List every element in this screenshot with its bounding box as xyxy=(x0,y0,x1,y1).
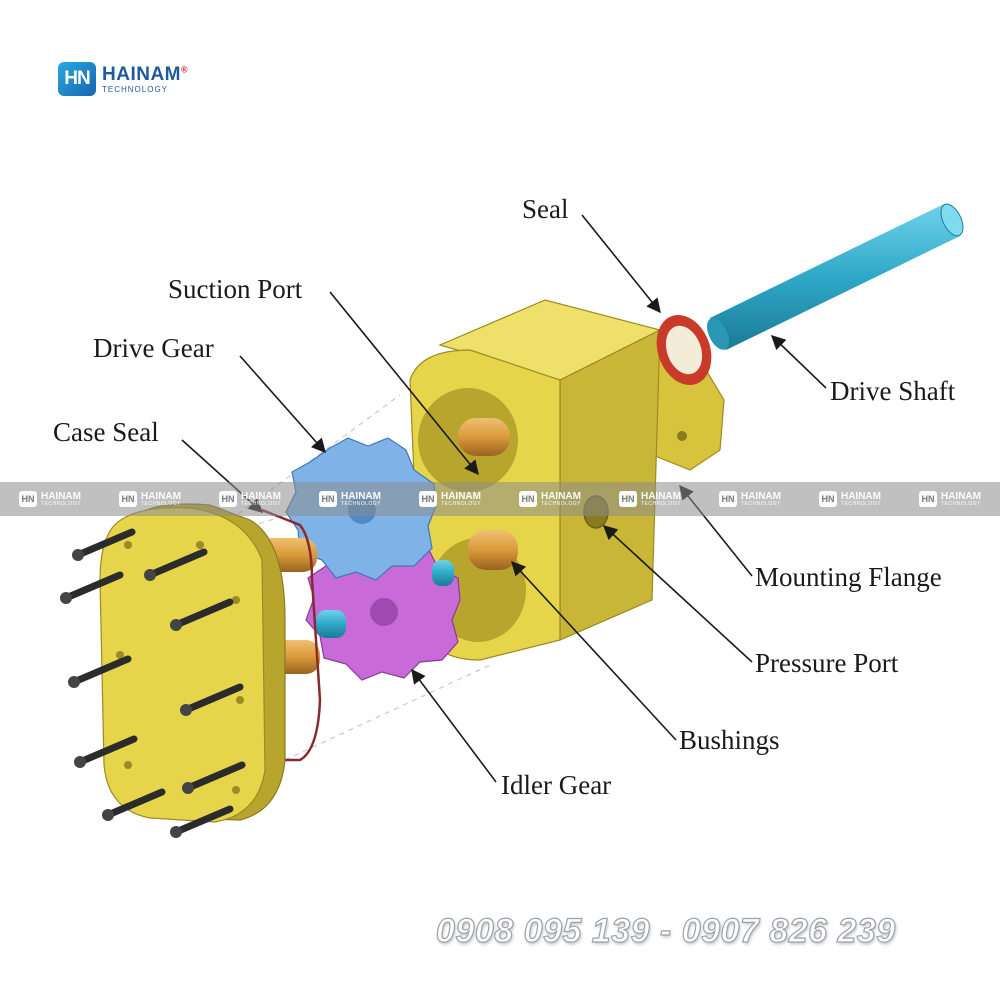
bolt-heads xyxy=(60,549,194,838)
watermark-name: HAINAM xyxy=(40,490,81,502)
watermark-logo-icon: HN xyxy=(818,491,837,507)
part-labels: Seal Suction Port Drive Gear Case Seal D… xyxy=(53,194,956,800)
brand-logo: HN HAINAM® TECHNOLOGY xyxy=(58,62,188,96)
watermark-logo-icon: HN xyxy=(618,491,637,507)
contact-phones: 0908 095 139 - 0907 826 239 xyxy=(435,911,896,950)
leader-seal xyxy=(581,214,661,314)
leader-bushings xyxy=(511,560,677,741)
watermark-tagline: TECHNOLOGY xyxy=(640,500,681,507)
watermark-logo-icon: HN xyxy=(418,491,437,507)
label-pressure-port: Pressure Port xyxy=(755,648,899,678)
brand-trademark: ® xyxy=(181,64,189,75)
case-seal xyxy=(261,508,322,762)
watermark-name: HAINAM xyxy=(940,490,981,502)
leader-pressure-port xyxy=(602,525,753,663)
watermark-tagline: TECHNOLOGY xyxy=(440,500,481,507)
label-case-seal: Case Seal xyxy=(53,417,159,447)
watermark-logo-icon: HN xyxy=(518,491,537,507)
label-seal: Seal xyxy=(522,194,569,224)
cover-bolts xyxy=(62,528,246,836)
watermark-tagline: TECHNOLOGY xyxy=(540,500,581,507)
watermark-name: HAINAM xyxy=(340,490,381,502)
label-drive-shaft: Drive Shaft xyxy=(830,376,956,406)
leader-suction-port xyxy=(329,291,479,476)
watermark-tagline: TECHNOLOGY xyxy=(140,500,181,507)
watermark-tagline: TECHNOLOGY xyxy=(40,500,81,507)
watermark-tagline: TECHNOLOGY xyxy=(240,500,281,507)
leader-drive-shaft xyxy=(770,335,827,389)
watermark-logo-icon: HN xyxy=(918,491,937,507)
watermark-name: HAINAM xyxy=(440,490,481,502)
watermark-logo-icon: HN xyxy=(318,491,337,507)
leader-drive-gear xyxy=(239,355,326,454)
watermark-logo-icon: HN xyxy=(118,491,137,507)
brand-name-text: HAINAM xyxy=(102,63,181,85)
label-bushings: Bushings xyxy=(679,725,780,755)
watermark-logo-icon: HN xyxy=(218,491,237,507)
cover-bolt-holes xyxy=(116,541,244,794)
label-drive-gear: Drive Gear xyxy=(93,333,214,363)
watermark-tagline: TECHNOLOGY xyxy=(840,500,881,507)
watermark-name: HAINAM xyxy=(740,490,781,502)
end-cover-plate xyxy=(99,503,286,823)
watermark-name: HAINAM xyxy=(240,490,281,502)
shaft-seal xyxy=(656,315,712,385)
watermark-name: HAINAM xyxy=(140,490,181,502)
watermark-logo-icon: HN xyxy=(18,491,37,507)
watermark-tagline: TECHNOLOGY xyxy=(940,500,981,507)
label-mounting-flange: Mounting Flange xyxy=(755,562,942,592)
leader-idler-gear xyxy=(411,668,497,783)
label-idler-gear: Idler Gear xyxy=(501,770,611,800)
brand-logo-mark-icon: HN xyxy=(58,62,96,96)
watermark-logo-icon: HN xyxy=(718,491,737,507)
label-suction-port: Suction Port xyxy=(168,274,303,304)
leader-lines xyxy=(181,214,827,783)
watermark-tagline: TECHNOLOGY xyxy=(340,500,381,507)
watermark-name: HAINAM xyxy=(540,490,581,502)
watermark-name: HAINAM xyxy=(640,490,681,502)
brand-name: HAINAM® xyxy=(102,65,188,84)
brand-logo-text: HAINAM® TECHNOLOGY xyxy=(102,65,188,94)
watermark-name: HAINAM xyxy=(840,490,881,502)
drive-shaft xyxy=(707,203,964,350)
watermark-tagline: TECHNOLOGY xyxy=(740,500,781,507)
brand-tagline: TECHNOLOGY xyxy=(102,84,169,94)
flange-bolt-hole xyxy=(677,431,687,441)
housing-bushings xyxy=(458,418,518,570)
